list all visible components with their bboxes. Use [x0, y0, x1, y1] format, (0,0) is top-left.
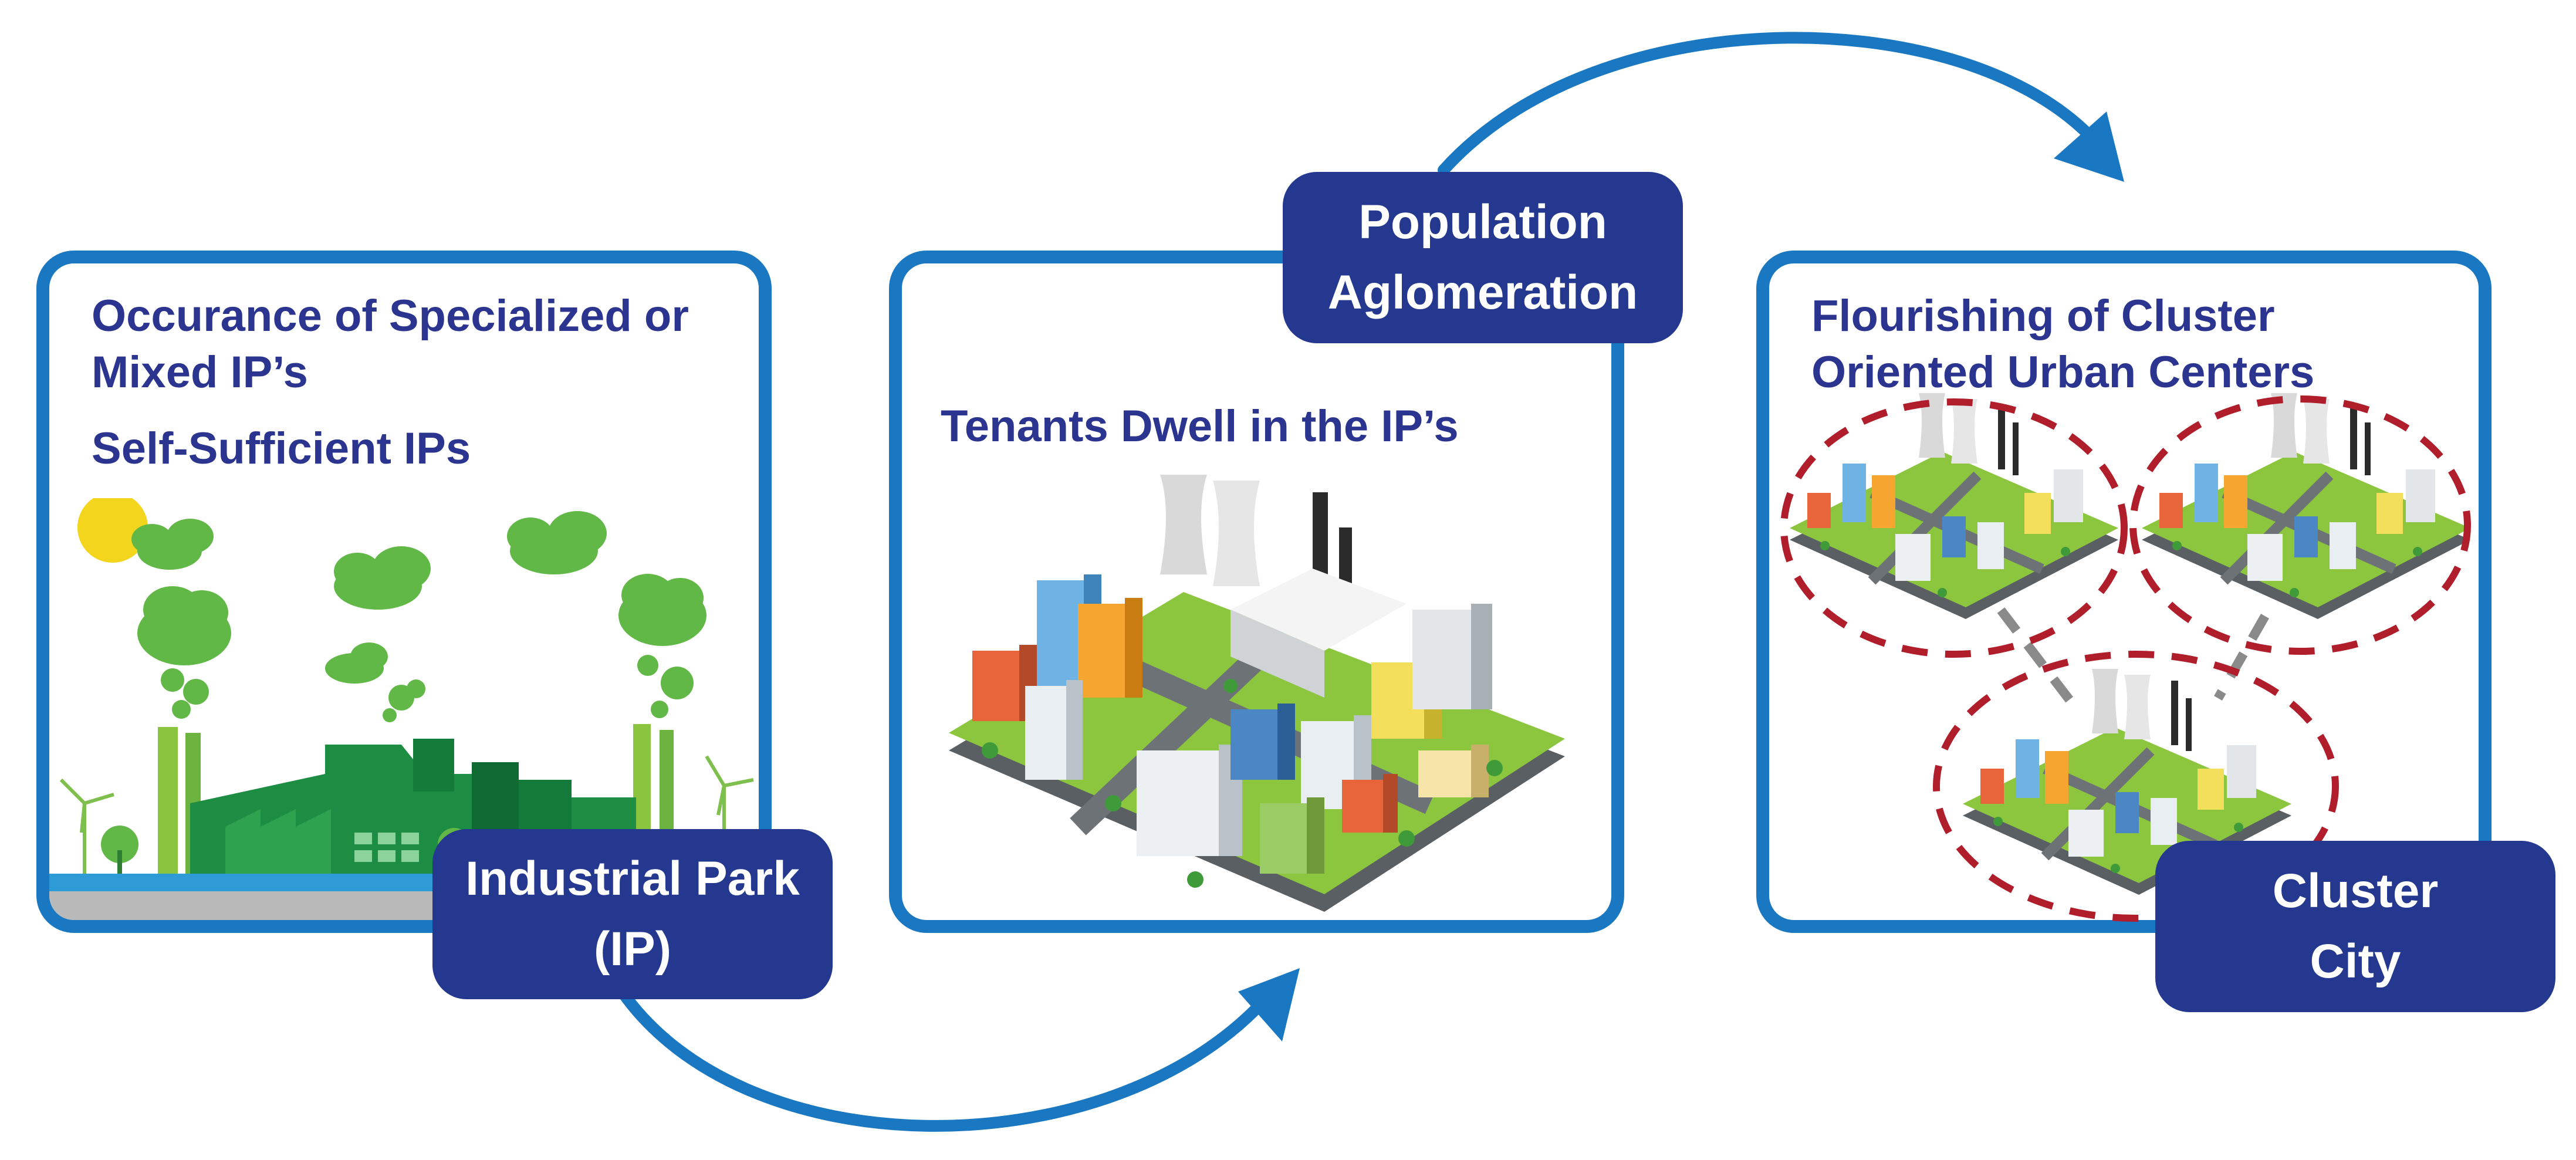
cluster-link-line [1997, 607, 2081, 713]
isometric-industrial-city-illustration [949, 475, 1565, 912]
tag-cluster-city-line-2: City [2310, 935, 2401, 988]
panel-3-title-line-1: Flourishing of Cluster [1811, 291, 2275, 341]
factory-building [413, 739, 454, 792]
cloud-icon [131, 519, 214, 570]
tag-industrial-park-line-1: Industrial Park [465, 852, 800, 905]
cooling-tower [1160, 475, 1260, 586]
tag-cluster-city-line-1: Cluster [2272, 864, 2439, 918]
panel-tenants-dwell: Tenants Dwell in the IP’s [889, 251, 1624, 933]
cluster-ring [2129, 395, 2471, 655]
curved-arrow-icon [616, 968, 1300, 1132]
factory-roof [225, 809, 331, 874]
cloud-icon [334, 546, 431, 610]
city-building [1418, 745, 1489, 797]
city-building [1412, 604, 1492, 709]
factory-windows [354, 833, 419, 862]
city-road [1070, 624, 1292, 836]
panel-1-title-line-2: Mixed IP’s [92, 347, 308, 397]
chimney [158, 727, 178, 874]
factory-building [1230, 569, 1407, 651]
city-building [1230, 704, 1295, 780]
tree-icon [982, 679, 1503, 888]
tag-population-aglomeration: Population Aglomeration [1283, 172, 1683, 343]
cloud-icon [507, 511, 607, 574]
cluster-ring [1780, 398, 2128, 658]
sun-icon [77, 498, 148, 563]
curved-arrow-icon [1438, 32, 2124, 182]
panel-2-title: Tenants Dwell in the IP’s [941, 401, 1459, 451]
tag-industrial-park: Industrial Park (IP) [432, 829, 833, 999]
smoke-plume-icon [618, 574, 706, 718]
panel-1-subtitle: Self-Sufficient IPs [92, 424, 471, 474]
city-building [1342, 774, 1398, 833]
panel-1-title-line-1: Occurance of Specialized or [92, 291, 689, 341]
tag-industrial-park-line-2: (IP) [593, 922, 672, 976]
tag-cluster-city: Cluster City [2155, 841, 2555, 1012]
wind-turbine-icon [59, 778, 114, 880]
city-building [1260, 797, 1324, 874]
city-building [1078, 598, 1142, 698]
smoke-plume-icon [383, 679, 425, 722]
cloud-icon [325, 642, 388, 684]
city-building [1025, 680, 1083, 780]
smoke-plume-icon [137, 586, 231, 719]
panel-3-title-line-2: Oriented Urban Centers [1811, 347, 2315, 397]
factory-building [1230, 610, 1324, 698]
tag-population-line-2: Aglomeration [1327, 266, 1638, 319]
cluster-ring [1933, 651, 2339, 922]
panel-industrial-park: Occurance of Specialized or Mixed IP’s S… [36, 251, 772, 933]
tag-population-line-1: Population [1358, 195, 1607, 249]
cluster-link-line [2214, 614, 2269, 701]
